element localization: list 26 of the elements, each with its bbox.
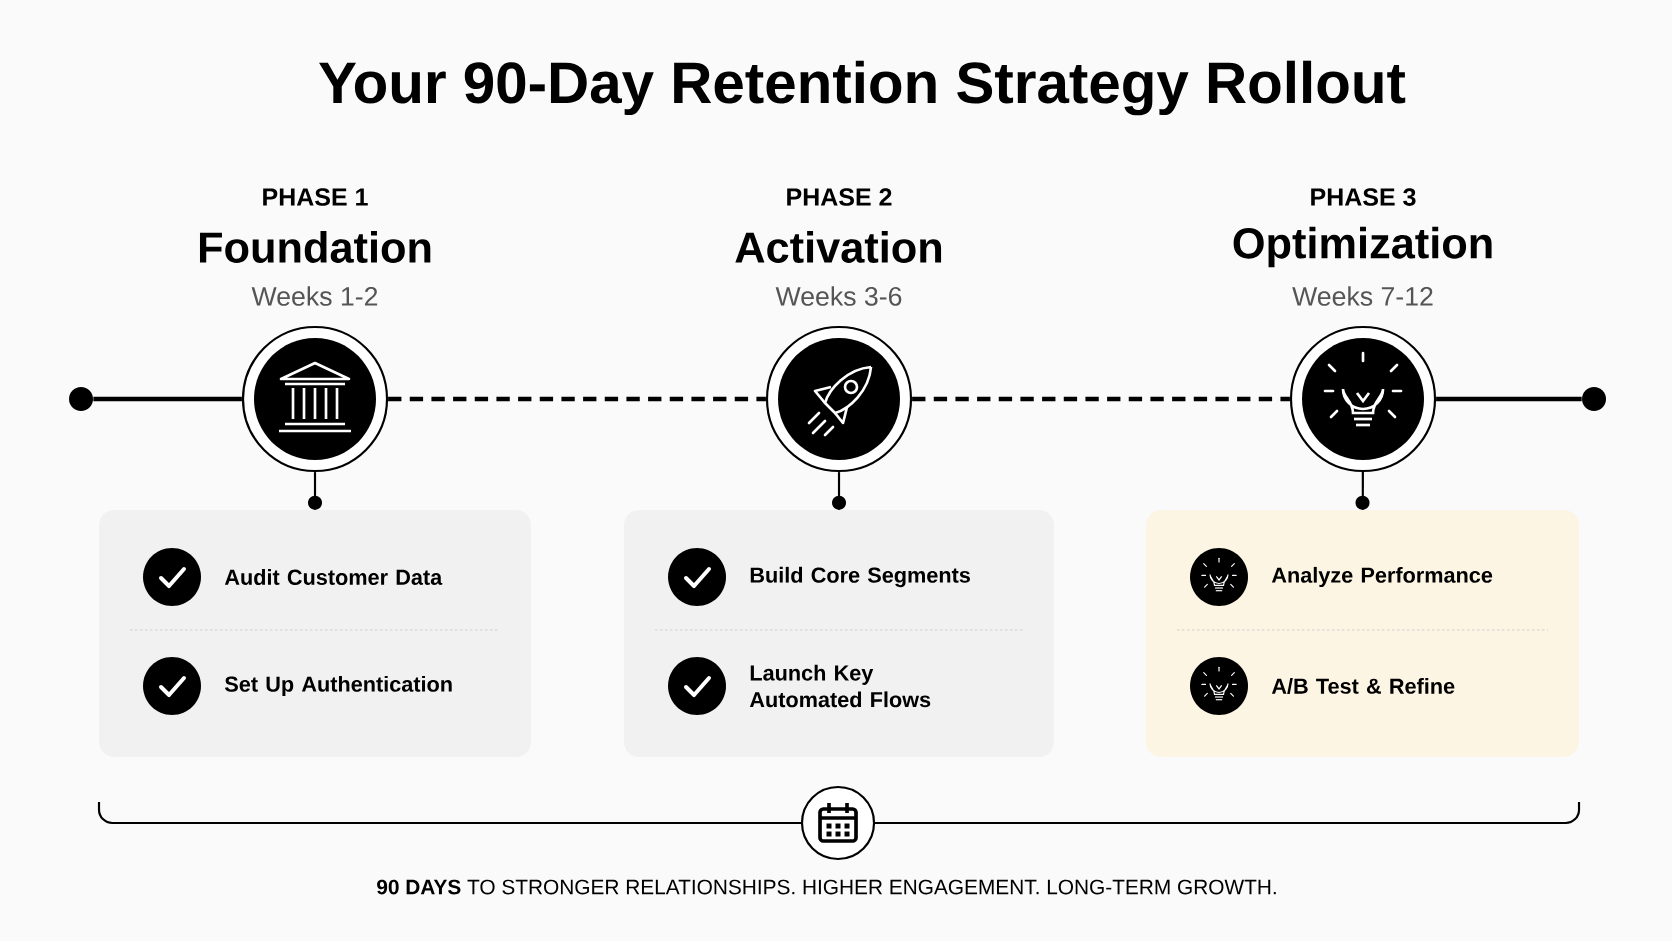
timeline-end-dot [1582,387,1606,411]
phase-weeks: Weeks 7-12 [1292,286,1433,306]
task-text: Set Up Authentication [224,675,452,697]
task-text: Launch Key Automated Flows [749,664,931,708]
timeline-line [388,396,766,402]
caption: 90 DAYS TO STRONGER RELATIONSHIPS. HIGHER ENGAGEMENT. LONG-TERM GROWTH. [377,879,1276,895]
connector-stub [1355,472,1370,510]
phase-name: Optimization [1233,226,1492,268]
phase-number: PHASE 1 [263,188,368,206]
task-text: Analyze Performance [1271,566,1493,588]
phase-name: Foundation [200,231,431,263]
connector-stub [832,472,846,510]
timeline-end-dot [69,387,93,411]
title: Your 90-Day Retention Strategy Rollout [319,60,1406,116]
connector-stub [308,472,322,510]
phase-weeks: Weeks 3-6 [775,286,902,306]
task-text: A/B Test & Refine [1271,677,1455,695]
timeline-line [1436,396,1582,402]
phase-weeks: Weeks 1-2 [251,286,378,306]
timeline-line [912,396,1290,402]
timeline-line [93,396,242,402]
task-text: Build Core Segments [750,566,970,588]
phase-name: Activation [735,231,942,263]
phase-number: PHASE 3 [1311,188,1416,206]
phase-number: PHASE 2 [787,188,892,206]
task-text: Audit Customer Data [224,569,443,585]
